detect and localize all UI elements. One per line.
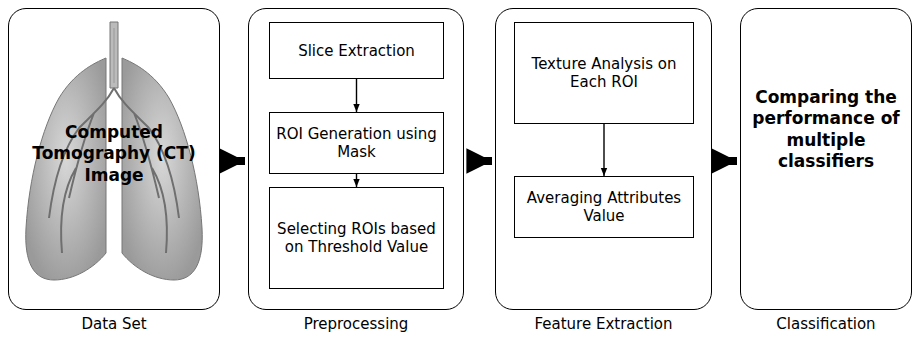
stage-panel: Feature ExtractionTexture Analysis on Ea…	[495, 8, 712, 310]
stage-text: Computed Tomography (CT) Image	[17, 122, 211, 186]
step-arrow	[356, 174, 357, 187]
stage-panel: Comparing the performance of multiple cl…	[740, 8, 912, 310]
process-box: Selecting ROIs based on Threshold Value	[269, 187, 444, 289]
box-label: Selecting ROIs based on Threshold Value	[276, 220, 437, 256]
flow-arrow	[467, 157, 492, 165]
box-label: Averaging Attributes Value	[521, 189, 687, 225]
step-arrow	[603, 124, 604, 176]
process-box: Slice Extraction	[269, 22, 444, 79]
stage-panel: Computed Tomography (CT) ImageData Set	[8, 8, 220, 310]
step-arrow	[356, 79, 357, 112]
box-label: ROI Generation using Mask	[276, 125, 437, 161]
stage-caption: Classification	[721, 315, 923, 333]
flow-arrow	[715, 157, 737, 165]
stage-caption: Data Set	[0, 315, 239, 333]
stage-caption: Preprocessing	[229, 315, 483, 333]
box-label: Slice Extraction	[298, 42, 415, 60]
process-box: Averaging Attributes Value	[514, 176, 694, 238]
box-label: Texture Analysis on Each ROI	[521, 55, 687, 91]
process-box: ROI Generation using Mask	[269, 112, 444, 174]
stage-caption: Feature Extraction	[476, 315, 731, 333]
process-box: Texture Analysis on Each ROI	[514, 22, 694, 124]
flow-arrow	[223, 157, 245, 165]
stage-panel: PreprocessingSlice ExtractionROI Generat…	[248, 8, 464, 310]
stage-text: Comparing the performance of multiple cl…	[749, 87, 903, 172]
